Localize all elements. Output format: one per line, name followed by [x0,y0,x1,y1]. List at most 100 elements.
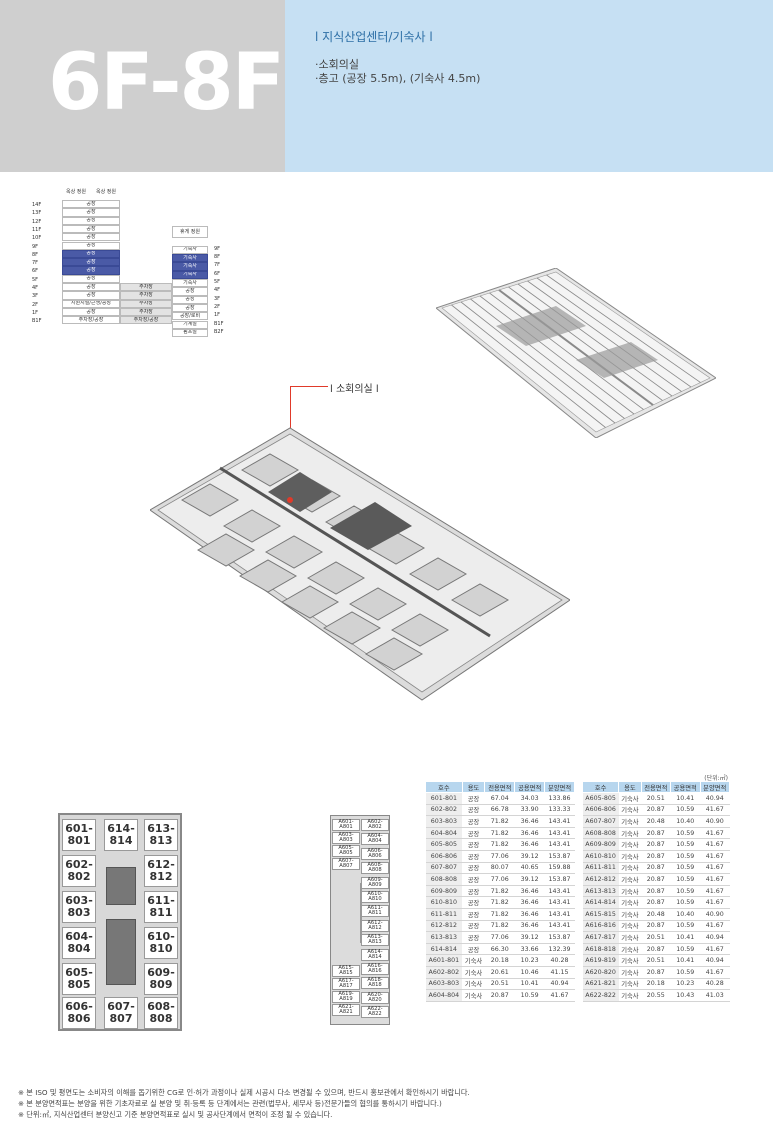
floor-label-left: 14F [32,202,42,208]
floor-label-left: 6F [32,268,39,275]
table-cell: 20.87 [484,989,515,1002]
table-header: 전용면적 [640,781,672,793]
table-cell: 153.87 [544,931,575,944]
factory-room [306,561,366,595]
table-cell: 36.46 [514,920,545,933]
dorm-unit-left: A619-A819 [332,991,360,1003]
dorm-unit-left: A603-A803 [332,832,360,844]
footnote-3: ※ 단위:㎡, 지식산업센터 분양신고 기준 분양면적표로 실시 및 공사단계에… [18,1110,333,1119]
stack-left-floor: 공장 [62,233,120,242]
floor-label-left: 9F [32,243,39,250]
table-cell: 기숙사 [618,885,642,898]
dorm-unit-left: A615-A815 [332,965,360,977]
dorm-unit-right: A613-A813 [361,934,389,947]
floor-label-right: B1F [214,320,224,327]
table-cell: A605-805 [582,792,619,805]
stack-right-floor: 기숙사 [172,279,208,288]
floor-label-right: 5F [214,279,221,285]
table-header: 용도 [461,781,486,793]
unit-613-813: 613-813 [144,819,178,851]
table-cell: 기숙사 [618,989,642,1002]
table-cell: 80.07 [484,862,515,875]
stack-mid-floor: 주차장 [120,307,172,317]
stack-mid-floor: 주차장 [120,291,172,300]
table-cell: 66.78 [484,804,515,817]
lounge-leader-line [290,386,328,387]
table-cell: 10.59 [514,989,545,1002]
header-info-panel [285,0,773,172]
unit-604-804: 604-804 [62,927,96,959]
table-cell: 71.82 [484,885,515,898]
table-cell: 36.46 [514,815,545,828]
dorm-unit-left: A607-A807 [332,858,360,870]
core-elevator-south [106,919,136,985]
stack-garden: 휴게 정원 [172,226,208,239]
stack-left-floor: 공장 [62,216,120,225]
table-cell: 10.59 [670,896,700,909]
floor-label-left: 7F [32,260,39,267]
table-cell: 133.33 [544,804,575,817]
core-stair-north [106,867,136,905]
table-cell: 20.61 [484,966,515,979]
table-cell: A603-803 [425,978,463,991]
table-cell: 613-813 [425,931,463,944]
dorm-unit-right: A614-A814 [361,948,389,961]
table-cell: A618-818 [582,943,619,956]
table-cell: 41.67 [700,896,730,909]
factory-room [238,559,298,593]
table-cell: 10.59 [670,827,700,840]
table-cell: 20.87 [641,966,671,979]
table-cell: 기숙사 [618,954,642,967]
rooftop-garden-label: 옥상 정원 [96,189,116,195]
table-cell: 20.48 [641,908,671,921]
table-cell: 20.51 [484,978,515,991]
table-cell: 132.39 [544,943,575,956]
table-cell: 공장 [462,908,485,921]
table-cell: 614-814 [425,943,463,956]
dorm-unit-right: A602-A802 [361,819,389,831]
floor-label-right: 8F [214,254,221,261]
table-cell: 33.66 [514,943,545,956]
table-cell: 40.65 [514,862,545,875]
dorm-unit-right: A609-A809 [361,876,389,889]
table-cell: 10.40 [670,908,700,921]
table-header: 분양면적 [544,781,575,793]
table-cell: A617-817 [582,931,619,944]
table-cell: 20.87 [641,850,671,863]
table-cell: 10.59 [670,885,700,898]
spec-line-2: ·층고 (공장 5.5m), (기숙사 4.5m) [315,72,481,85]
table-cell: 기숙사 [618,920,642,933]
table-cell: 기숙사 [618,873,642,886]
factory-room [322,611,382,645]
table-cell: 41.67 [700,850,730,863]
table-cell: 공장 [462,804,485,817]
dorm-unit-left: A617-A817 [332,978,360,990]
factory-room [280,585,340,619]
table-cell: 36.46 [514,908,545,921]
floor-label-left: 4F [32,285,39,291]
table-cell: 기숙사 [618,838,642,851]
table-cell: 40.94 [700,954,730,967]
stack-left-floor: 공장 [62,307,120,317]
table-cell: 40.94 [544,978,575,991]
table-cell: 공장 [462,873,485,886]
table-cell: A607-807 [582,815,619,828]
table-cell: 기숙사 [618,792,642,805]
table-cell: 20.87 [641,827,671,840]
table-cell: 143.41 [544,827,575,840]
table-header: 호수 [581,781,620,793]
